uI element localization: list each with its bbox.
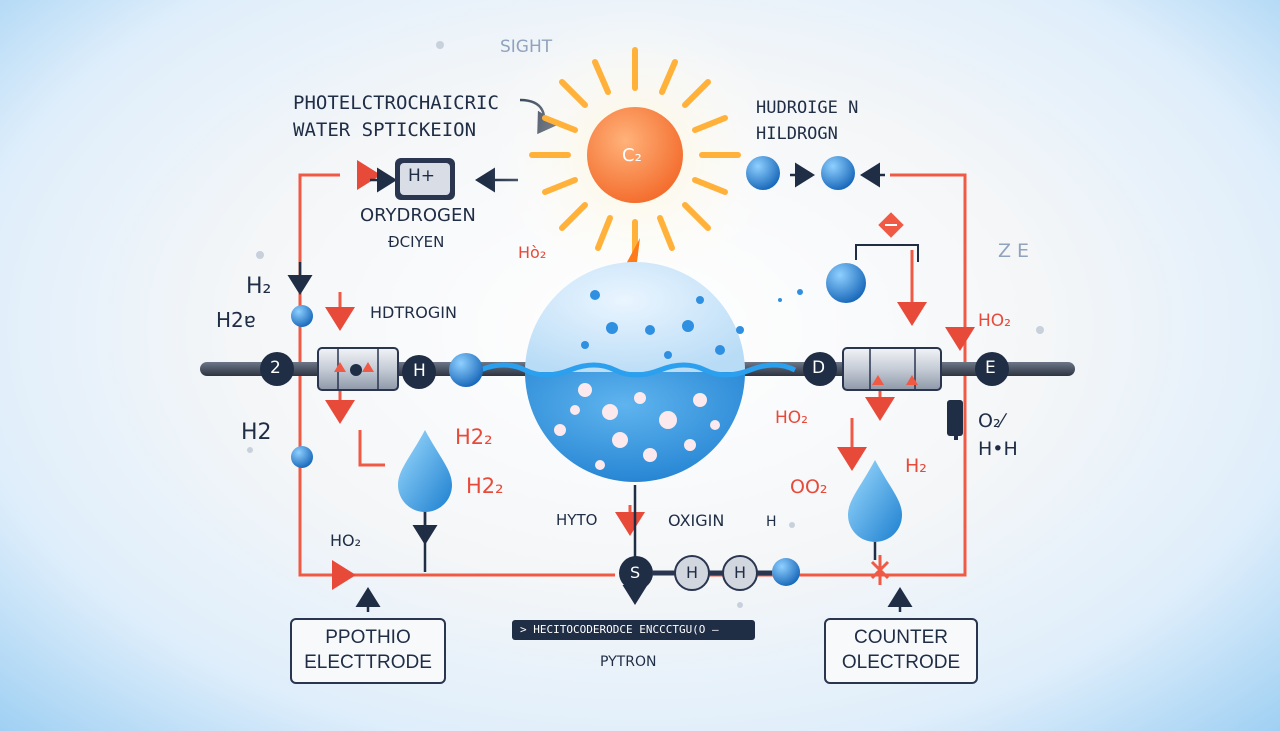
bead-h1-label: H [686,563,699,582]
hildrogn-label: HILDROGN [756,124,838,144]
title-line-2: WATER SPTICKEION [293,119,477,141]
right-electrode-cylinder [842,347,942,391]
hh-right-label: H•H [978,438,1018,460]
photo-electrode-box: PPOTHIO ELECTTRODE [290,618,446,684]
bead-d-label: D [812,358,826,378]
ze-label: Z E [998,240,1030,262]
left-electrode-cylinder [317,347,399,391]
cross-marker [870,560,890,580]
h2-left-mid-label: H2ɐ [216,308,256,332]
code-line: > HECITOCODERODCE ENCCCTGU(O – [520,623,719,636]
h2-right-label: H₂ [905,455,927,477]
o2-right-label: O₂⁄ [978,410,1004,432]
hdtrogin-label: HDTROGIN [370,303,457,322]
oxigin-label: OXIGIN [668,511,725,530]
ho2-right-top-label: HO₂ [978,311,1011,331]
orydrogen-label: ORYDROGEN [360,205,476,226]
counter-electrode-line1: COUNTER [854,627,948,649]
hudroige-label: HUDROIGE N [756,98,859,118]
photo-electrode-line1: PPOTHIO [325,627,411,649]
counter-electrode-line2: OLECTRODE [841,652,961,673]
h-small-label: H [766,514,777,530]
ho2-left-low-label: HO₂ [330,531,362,550]
water-drop-icon [398,430,902,542]
sun-label: C₂ [622,145,642,166]
title-line-1: PHOTELCTROCHAICRIC [293,92,499,114]
sun-icon [485,5,785,305]
pytron-label: PYTRON [600,654,657,670]
ho2-right-mid-label: HO₂ [775,408,808,428]
bead-s-label: S [630,563,641,582]
h2b-label: H2₂ [466,474,504,498]
dciyen-label: ÐCIYEN [388,233,445,251]
code-bar [512,620,755,640]
bead-h-left-label: H [413,361,426,381]
hyto-label: HYTO [556,511,598,529]
h2-left-top-label: H₂ [246,274,272,299]
bead-h2-label: H [734,563,747,582]
bead-2-label: 2 [270,358,281,378]
bead-e-label: E [985,358,996,378]
h2z-label: H2₂ [455,425,493,449]
ho-small-label: Hò₂ [518,243,547,262]
water-sphere-icon [479,262,803,482]
h2-left-low-label: H2 [241,420,272,445]
sight-label: SIGHT [500,37,553,57]
oo2-label: OO₂ [790,476,828,498]
counter-electrode-box: COUNTER OLECTRODE [824,618,978,684]
hplus-label: H+ [408,166,436,186]
photo-electrode-line2: ELECTTRODE [304,652,432,673]
